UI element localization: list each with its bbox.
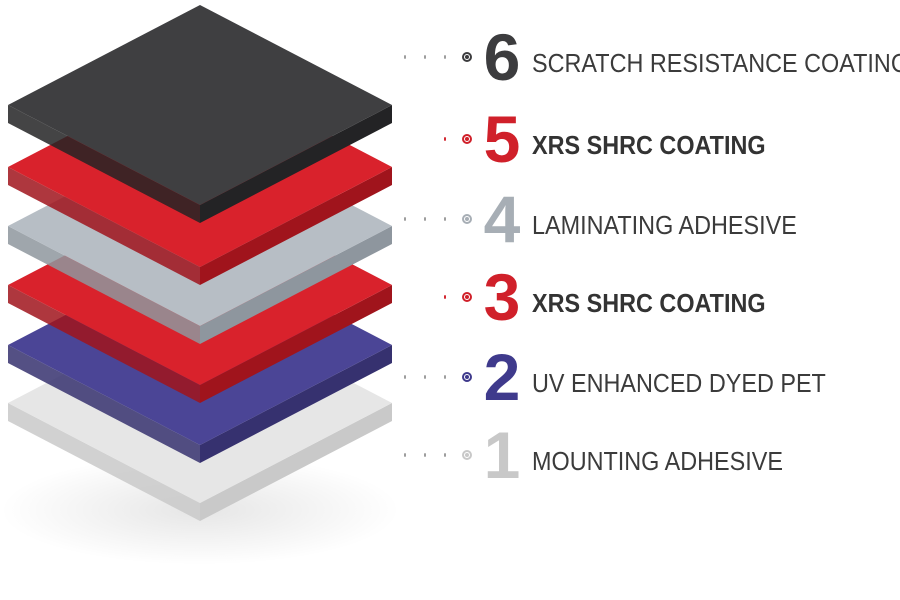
layer-name: LAMINATING ADHESIVE — [532, 210, 797, 240]
layer-label-2: 2 UV ENHANCED DYED PET — [404, 342, 859, 412]
leader-dot — [424, 217, 426, 221]
leader-dot — [424, 375, 426, 379]
layer-label-6: 6 SCRATCH RESISTANCE COATING — [404, 22, 900, 92]
layer-number: 3 — [483, 260, 521, 334]
slab-left-face — [8, 285, 200, 403]
layer-name: UV ENHANCED DYED PET — [532, 368, 826, 398]
slab-right-face — [200, 285, 392, 403]
leader-dot — [444, 137, 446, 141]
layer-name: MOUNTING ADHESIVE — [532, 446, 783, 476]
layer-label-3: 3 XRS SHRC COATING — [404, 262, 792, 332]
layer-label-5: 5 XRS SHRC COATING — [404, 104, 792, 174]
target-ring-icon — [462, 372, 472, 382]
layer-name: XRS SHRC COATING — [532, 130, 766, 160]
leader-dot — [404, 137, 406, 141]
leader-dot — [444, 295, 446, 299]
leader-dots — [404, 295, 464, 299]
leader-dot — [444, 217, 446, 221]
layer-slab-6 — [8, 5, 392, 223]
layer-number: 6 — [483, 20, 521, 94]
leader-dot — [404, 375, 406, 379]
layer-number: 5 — [483, 102, 521, 176]
leader-dot — [404, 453, 406, 457]
slab-left-face — [8, 345, 200, 463]
layer-label-1: 1 MOUNTING ADHESIVE — [404, 420, 811, 490]
slab-right-face — [200, 105, 392, 223]
slab-right-face — [200, 345, 392, 463]
slab-right-face — [200, 226, 392, 344]
layer-name: SCRATCH RESISTANCE COATING — [532, 48, 900, 78]
slab-right-face — [200, 403, 392, 521]
target-ring-icon — [462, 134, 472, 144]
leader-dots — [404, 137, 464, 141]
leader-dot — [424, 55, 426, 59]
slab-left-face — [8, 105, 200, 223]
layer-name: XRS SHRC COATING — [532, 288, 766, 318]
slab-right-face — [200, 167, 392, 285]
leader-dot — [404, 295, 406, 299]
leader-dot — [404, 217, 406, 221]
layer-number: 1 — [483, 418, 521, 492]
slab-left-face — [8, 167, 200, 285]
slab-left-face — [8, 403, 200, 521]
target-ring-icon — [462, 450, 472, 460]
leader-dot — [424, 453, 426, 457]
slab-top-face — [8, 5, 392, 205]
leader-dots — [404, 55, 464, 59]
leader-dots — [404, 453, 464, 457]
leader-dots — [404, 217, 464, 221]
target-ring-icon — [462, 214, 472, 224]
leader-dot — [424, 295, 426, 299]
leader-dot — [424, 137, 426, 141]
leader-dot — [444, 375, 446, 379]
target-ring-icon — [462, 292, 472, 302]
leader-dot — [444, 453, 446, 457]
layer-label-4: 4 LAMINATING ADHESIVE — [404, 184, 826, 254]
leader-dots — [404, 375, 464, 379]
layer-number: 4 — [483, 182, 521, 256]
leader-dot — [444, 55, 446, 59]
leader-dot — [404, 55, 406, 59]
layer-number: 2 — [483, 340, 521, 414]
target-ring-icon — [462, 52, 472, 62]
slab-left-face — [8, 226, 200, 344]
